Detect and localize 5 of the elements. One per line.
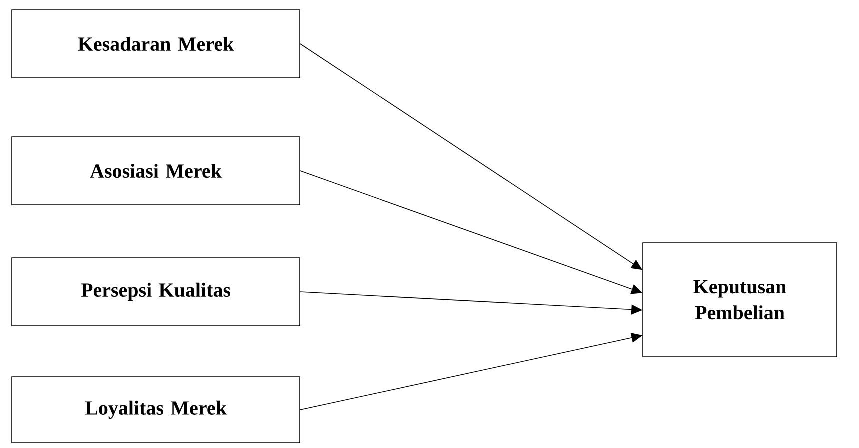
process-box: Asosiasi Merek [12, 136, 300, 206]
process-box: Loyalitas Merek [12, 376, 300, 444]
process-box: Persepsi Kualitas [12, 258, 300, 326]
process-box: Kesadaran Merek [12, 10, 300, 78]
process-box: Keputusan Pembelian [642, 242, 838, 358]
